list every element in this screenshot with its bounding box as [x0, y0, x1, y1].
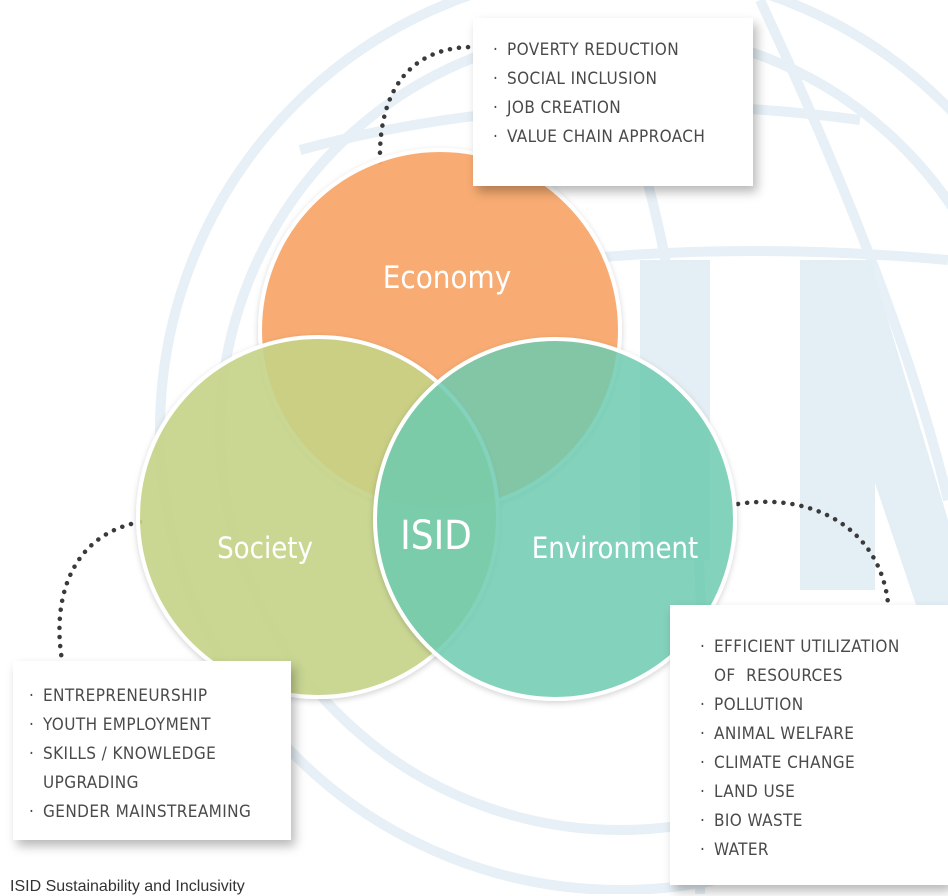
- list-item: ·POLLUTION: [700, 695, 804, 715]
- list-item: ·EFFICIENT UTILIZATION: [700, 637, 900, 657]
- list-item: ·CLIMATE CHANGE: [700, 753, 856, 773]
- list-item-text: LAND USE: [714, 782, 796, 802]
- list-item: ·GENDER MAINSTREAMING: [29, 802, 252, 822]
- list-item: ·POVERTY REDUCTION: [493, 40, 680, 60]
- list-item-text: UPGRADING: [43, 773, 139, 793]
- list-item-text: ANIMAL WELFARE: [714, 724, 855, 744]
- environment-box: ·EFFICIENT UTILIZATION OF RESOURCES ·POL…: [670, 605, 948, 885]
- list-item-text: WATER: [714, 840, 769, 860]
- list-item: ·ANIMAL WELFARE: [700, 724, 855, 744]
- list-item: ·YOUTH EMPLOYMENT: [29, 715, 211, 735]
- dotted-connectors: [57, 44, 891, 663]
- list-item: ·SKILLS / KNOWLEDGE: [29, 744, 217, 764]
- environment-connector: [735, 499, 891, 606]
- figure-caption: ISID Sustainability and Inclusivity: [10, 878, 245, 895]
- list-item-text: POLLUTION: [714, 695, 804, 715]
- list-item-text: EFFICIENT UTILIZATION: [714, 637, 900, 657]
- list-item: ·JOB CREATION: [493, 98, 622, 118]
- list-item-text: SOCIAL INCLUSION: [507, 69, 658, 89]
- list-item-text: SKILLS / KNOWLEDGE: [43, 744, 217, 764]
- economy-connector: [377, 44, 493, 165]
- list-item-text: ENTREPRENEURSHIP: [43, 686, 208, 706]
- environment-circle: [373, 337, 737, 701]
- society-box: ·ENTREPRENEURSHIP ·YOUTH EMPLOYMENT ·SKI…: [13, 661, 291, 840]
- list-item-text: YOUTH EMPLOYMENT: [43, 715, 211, 735]
- list-item: ·BIO WASTE: [700, 811, 803, 831]
- society-connector: [57, 519, 143, 663]
- list-item-text: GENDER MAINSTREAMING: [43, 802, 252, 822]
- list-item-text: POVERTY REDUCTION: [507, 40, 680, 60]
- list-item-text: JOB CREATION: [507, 98, 622, 118]
- list-item-text: CLIMATE CHANGE: [714, 753, 856, 773]
- list-item-text: VALUE CHAIN APPROACH: [507, 127, 706, 147]
- society-label: Society: [217, 531, 313, 565]
- list-item: OF RESOURCES: [700, 662, 948, 691]
- center-label: ISID: [400, 513, 472, 559]
- environment-label: Environment: [532, 531, 699, 565]
- list-item: ·ENTREPRENEURSHIP: [29, 686, 208, 706]
- list-item: ·LAND USE: [700, 782, 796, 802]
- list-item: ·WATER: [700, 840, 769, 860]
- list-item: UPGRADING: [29, 769, 291, 798]
- economy-label: Economy: [383, 260, 511, 296]
- list-item-text: OF RESOURCES: [714, 666, 843, 686]
- list-item: ·SOCIAL INCLUSION: [493, 69, 658, 89]
- economy-box: ·POVERTY REDUCTION ·SOCIAL INCLUSION ·JO…: [473, 18, 753, 186]
- list-item: ·VALUE CHAIN APPROACH: [493, 127, 706, 147]
- list-item-text: BIO WASTE: [714, 811, 803, 831]
